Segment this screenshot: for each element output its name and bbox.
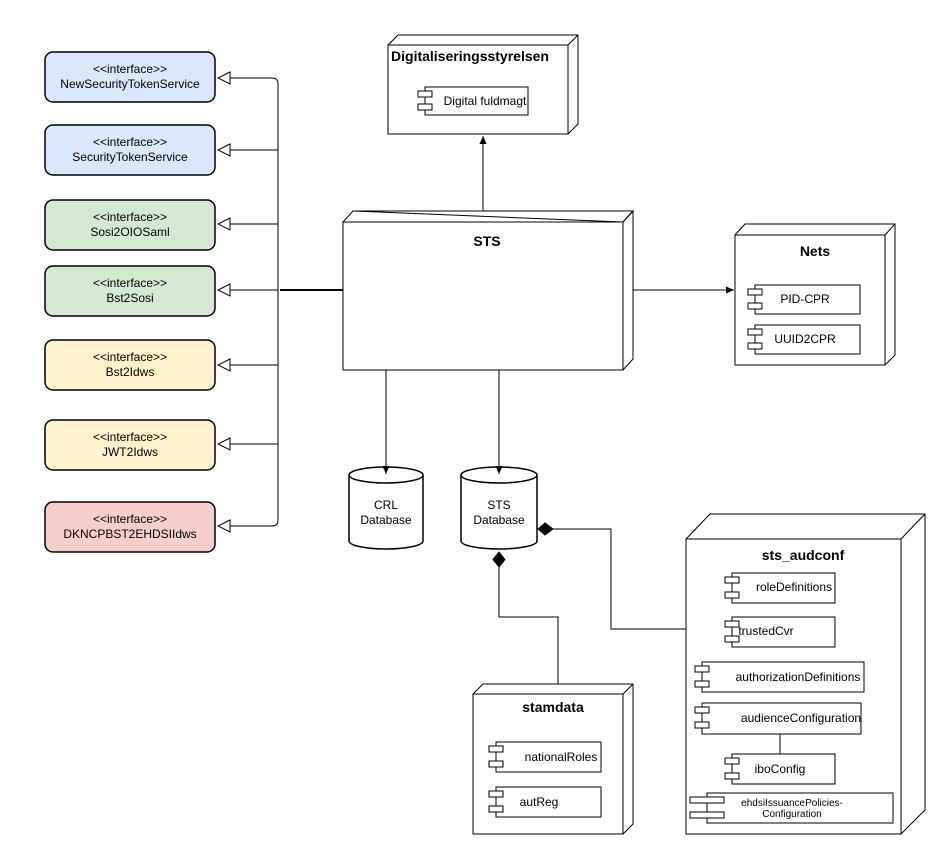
interface-box-dkncpbst2ehdsiidws[interactable]: <<interface>> DKNCPBST2EHDSIIdws: [44, 501, 216, 553]
interface-box-securitytokenservice[interactable]: <<interface>> SecurityTokenService: [44, 124, 216, 176]
component-label: Digital fuldmagt: [444, 94, 527, 108]
component-iboconfig[interactable]: iboConfig: [724, 753, 836, 785]
component-trustedcvr[interactable]: trustedCvr: [724, 616, 836, 648]
component-digital-fuldmagt[interactable]: Digital fuldmagt: [417, 86, 529, 116]
database-label-line2: Database: [473, 513, 525, 527]
composition-audconf-to-sts-db: [553, 528, 686, 630]
interface-stereotype: <<interface>>: [93, 430, 167, 444]
node-title: Nets: [800, 243, 831, 259]
component-label: trustedCvr: [738, 624, 793, 638]
database-label-line1: STS: [487, 498, 510, 512]
database-label-line2: Database: [360, 513, 412, 527]
node-title: STS: [473, 233, 500, 249]
component-ehdsiissuancepolicies-configuration[interactable]: ehdsiIssuancePolicies- Configuration: [689, 792, 894, 824]
component-autreg[interactable]: autReg: [488, 786, 602, 818]
interface-box-newsecuritytokenservice[interactable]: <<interface>> NewSecurityTokenService: [44, 51, 216, 103]
component-label: nationalRoles: [525, 750, 598, 764]
component-authorizationdefinitions[interactable]: authorizationDefinitions: [694, 661, 865, 693]
dependency-arrows: [382, 136, 734, 474]
component-label-line2: Configuration: [762, 809, 821, 820]
interface-connectors: [218, 78, 343, 526]
database-label-line1: CRL: [374, 498, 398, 512]
component-audienceconfiguration[interactable]: audienceConfiguration: [694, 702, 862, 735]
interface-name: JWT2Idws: [102, 445, 158, 459]
component-label: autReg: [520, 795, 559, 809]
component-label: audienceConfiguration: [741, 711, 861, 725]
interface-box-bst2sosi[interactable]: <<interface>> Bst2Sosi: [44, 265, 216, 317]
component-label: authorizationDefinitions: [736, 670, 861, 684]
interface-name: DKNCPBST2EHDSIIdws: [63, 527, 196, 541]
interface-name: NewSecurityTokenService: [60, 77, 200, 91]
interface-stereotype: <<interface>>: [93, 276, 167, 290]
node-title: sts_audconf: [762, 547, 845, 563]
interface-stereotype: <<interface>>: [93, 135, 167, 149]
interface-name: Bst2Idws: [106, 365, 155, 379]
interface-name: SecurityTokenService: [72, 150, 188, 164]
composition-connectors: [492, 522, 686, 684]
interface-box-bst2idws[interactable]: <<interface>> Bst2Idws: [44, 339, 216, 391]
composition-diamond-stamdata: [492, 551, 506, 568]
interface-name: Sosi2OIOSaml: [90, 225, 169, 239]
component-label: PID-CPR: [780, 292, 830, 306]
database-crl[interactable]: CRL Database: [348, 466, 424, 550]
interface-stereotype: <<interface>>: [93, 210, 167, 224]
node-digitaliseringsstyrelsen[interactable]: Digitaliseringsstyrelsen: [387, 34, 579, 135]
component-nationalroles[interactable]: nationalRoles: [488, 741, 602, 773]
component-label: UUID2CPR: [774, 332, 836, 346]
node-title: Digitaliseringsstyrelsen: [391, 48, 549, 64]
interface-box-jwt2idws[interactable]: <<interface>> JWT2Idws: [44, 419, 216, 471]
component-label: iboConfig: [755, 762, 806, 776]
database-sts[interactable]: STS Database: [460, 466, 538, 550]
node-title: stamdata: [522, 699, 584, 715]
node-sts[interactable]: STS: [342, 210, 635, 371]
component-roledefinitions[interactable]: roleDefinitions: [724, 572, 836, 604]
component-label-line1: ehdsiIssuancePolicies-: [741, 798, 843, 809]
interface-box-sosi2oiosaml[interactable]: <<interface>> Sosi2OIOSaml: [44, 199, 216, 251]
composition-stamdata-to-sts-db: [498, 567, 559, 684]
component-uuid2cpr[interactable]: UUID2CPR: [747, 324, 861, 355]
interface-stereotype: <<interface>>: [93, 62, 167, 76]
interface-stereotype: <<interface>>: [93, 512, 167, 526]
composition-diamond-audconf: [537, 522, 554, 536]
component-pid-cpr[interactable]: PID-CPR: [747, 284, 861, 315]
component-label: roleDefinitions: [756, 580, 832, 594]
interface-name: Bst2Sosi: [106, 291, 153, 305]
interface-stereotype: <<interface>>: [93, 350, 167, 364]
